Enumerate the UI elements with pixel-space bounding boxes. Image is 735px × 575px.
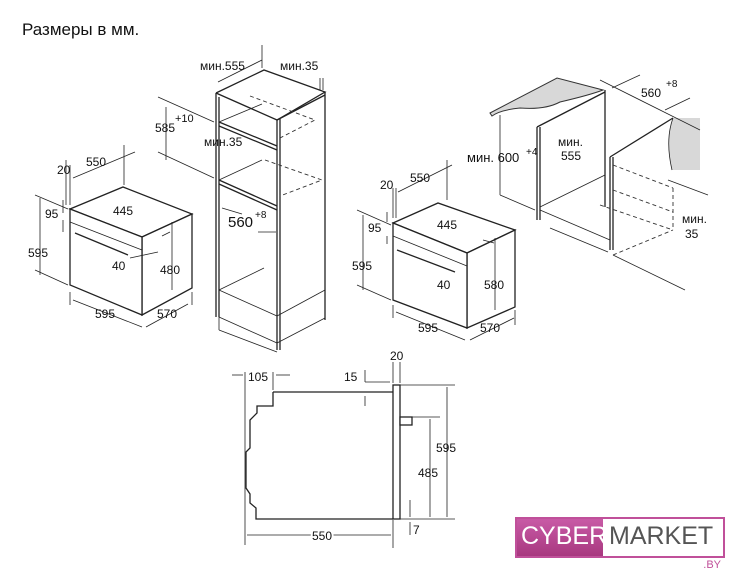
dim-label: мин.: [558, 135, 583, 149]
dim-label: 570: [480, 321, 500, 335]
under-counter-drawing: мин. 600 +4 мин. 555 560 +8 мин. 35: [467, 74, 709, 291]
dim-label: мин.: [682, 212, 707, 226]
dim-label: 560: [228, 214, 253, 231]
dim-label: мин.555: [200, 59, 245, 73]
dim-label: 105: [248, 370, 268, 384]
dim-label: 595: [95, 307, 115, 321]
dim-label: 580: [484, 278, 504, 292]
dim-label: 555: [561, 149, 581, 163]
dim-label: 40: [112, 259, 126, 273]
dim-label: 20: [57, 163, 71, 177]
dim-label: мин.35: [204, 135, 243, 149]
tall-cabinet-drawing: мин.555 мин.35 585 +10 мин.35 560 +8: [155, 45, 327, 353]
dim-label: мин. 600: [467, 150, 519, 165]
dim-label: 35: [685, 227, 699, 241]
dim-label: +8: [255, 210, 267, 221]
cybermarket-logo: CYBER MARKET .BY: [515, 517, 725, 571]
dim-label: 445: [437, 218, 457, 232]
dim-label: 20: [380, 178, 394, 192]
dim-label: 585: [155, 121, 175, 135]
dim-label: 445: [113, 204, 133, 218]
dim-label: +10: [175, 113, 194, 125]
dim-label: 95: [368, 221, 382, 235]
dim-label: +8: [666, 79, 678, 90]
dim-label: +4: [526, 147, 538, 158]
dim-label: 20: [390, 349, 404, 363]
dim-label: 570: [157, 307, 177, 321]
dim-label: 550: [312, 529, 332, 543]
dim-label: 560: [641, 86, 661, 100]
dim-label: 95: [45, 207, 59, 221]
dim-label: 595: [436, 441, 456, 455]
dim-label: 595: [418, 321, 438, 335]
logo-suffix: .BY: [703, 559, 721, 571]
right-oven-drawing: 20 550 95 445 595 40 580 595 570: [352, 160, 517, 341]
dim-label: 595: [28, 246, 48, 260]
dim-label: 40: [437, 278, 451, 292]
dim-label: 550: [410, 171, 430, 185]
dim-label: 595: [352, 259, 372, 273]
left-oven-drawing: 20 550 95 445 595 40 480 595 570: [28, 145, 194, 328]
side-view-drawing: 105 15 20 595 485 7 550: [232, 349, 456, 548]
dim-label: 15: [344, 370, 358, 384]
page-title: Размеры в мм.: [22, 20, 140, 39]
logo-part-market: MARKET: [609, 522, 714, 550]
dim-label: 480: [160, 263, 180, 277]
dim-label: 550: [86, 155, 106, 169]
dim-label: 485: [418, 466, 438, 480]
dim-label: мин.35: [280, 59, 319, 73]
dim-label: 7: [413, 523, 420, 537]
logo-part-cyber: CYBER: [517, 519, 607, 556]
